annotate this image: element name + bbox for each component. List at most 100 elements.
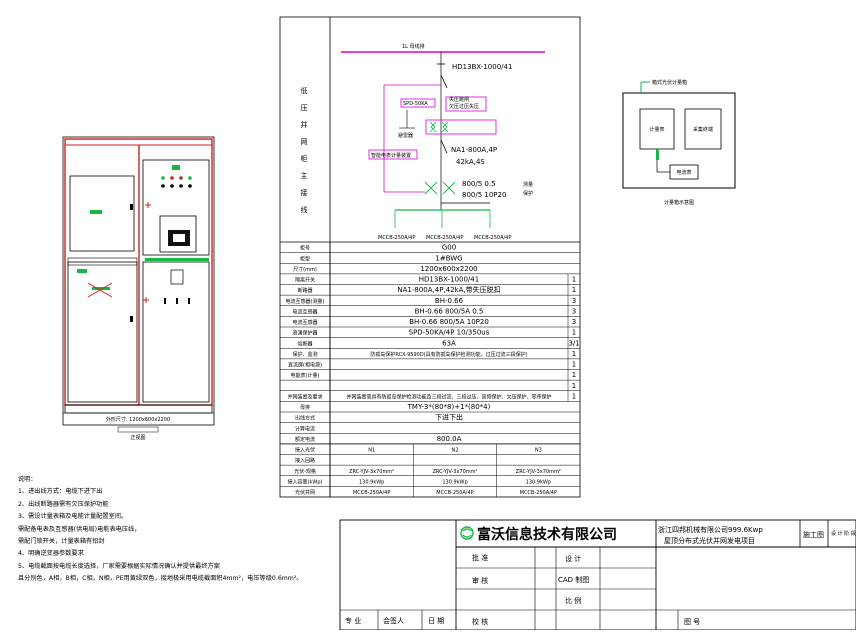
side-title-char-8: 线 — [301, 205, 308, 214]
design-stage-label: 设 计 阶 段 — [831, 530, 856, 537]
busbar-label: 1L 母线排 — [402, 43, 425, 50]
meter-box-caption: 计量箱示意图 — [664, 199, 694, 206]
outgoing-label-3: MCCB-250A/4P — [474, 235, 511, 241]
outgoing-label-1: MCCB-250A/4P — [378, 235, 415, 241]
notes-title: 说明： — [18, 476, 37, 483]
spec-row-value: BH-0.66 800/5A 0.5 — [415, 307, 484, 315]
ct-line-2: 800/5 10P20 — [462, 191, 506, 199]
role-design: 设 计 — [565, 554, 581, 563]
spec-row-key: 电流互感器 — [292, 308, 317, 315]
branch-row-key: 接入回路 — [295, 457, 315, 464]
spec-row-value: HD13BX-1000/41 — [419, 276, 479, 284]
spec-row-key: 并网装置及要求 — [287, 393, 322, 400]
spec-row-key: 浪涌保护器 — [292, 330, 317, 337]
note-item-8: 且分别色，A相，B相，C相，N相，PE用黄绿双色，接地极采用电缆截面积4mm²，… — [18, 575, 303, 583]
spec-row-key: 熔断器 — [297, 340, 312, 347]
spec-row-key: 柜型 — [300, 255, 310, 262]
design-stage-value: 施工图 — [803, 530, 824, 539]
spec-row-qty: 1 — [572, 392, 576, 400]
note-item-5: 需配门锁开关，计量表箱有铅封 — [18, 538, 105, 546]
spec-row-value: SPD-50KA/4P 10/350us — [409, 329, 490, 337]
spec-row-qty: 1 — [572, 361, 576, 369]
spec-row-value: BH-0.66 — [435, 297, 464, 305]
branch-row-cell: ZRC-YJV-3x70mm² — [516, 469, 561, 475]
branch-row-key: 光伏并网 — [295, 489, 315, 496]
branch-row-cell: MCCB-250A/4P — [353, 490, 390, 496]
spec-row-value: BH-0.66 800/5A 10P20 — [409, 318, 489, 326]
meter-box-label-2: 采集终端 — [693, 126, 713, 133]
spec-row-value: NA1-800A,4P,42kA,带失压脱扣 — [397, 285, 500, 294]
outgoing-label-2: MCCB-250A/4P — [426, 235, 463, 241]
cabinet-front-view: 外形尺寸: 1200x600x2200 正视图 — [62, 136, 215, 441]
role-approve: 批 准 — [472, 553, 488, 562]
project-title-line-2: 屋顶分布式光伏并网发电项目 — [664, 536, 755, 545]
spec-row-qty: 1 — [572, 382, 576, 390]
spec-row-value: 63A — [442, 339, 456, 347]
spec-row-key: 母排 — [300, 404, 310, 411]
spec-row-key: 直流屏(相电源) — [288, 362, 322, 369]
spec-row-value: TMY-3*(80*8)+1*(80*4) — [407, 403, 491, 411]
branch-row-key: 接入容量(kWp) — [288, 478, 323, 485]
side-title-char-6: 主 — [301, 171, 308, 180]
front-view-caption: 正视图 — [130, 434, 145, 441]
note-item-6: 4、明确逆变器参数要求 — [18, 550, 84, 558]
role-check: 校 核 — [472, 617, 488, 626]
schematic-frame — [279, 16, 581, 498]
spec-row-qty: 1 — [572, 286, 576, 294]
company-name: 富沃信息技术有限公司 — [477, 526, 617, 543]
spec-row-value: G00 — [442, 244, 456, 252]
spec-row-key: 尺寸(mm) — [293, 266, 317, 273]
cabinet-size-label: 外形尺寸: 1200x600x2200 — [106, 416, 170, 423]
note-item-7: 5、电缆截面按电缆长度选择，厂家需要根据实际情况确认并提供最终方案 — [18, 562, 220, 570]
note-item-2: 2、出线断路器需有欠压保护功能 — [18, 500, 109, 508]
side-title: 低 压 并 网 柜 主 接 线 — [301, 86, 308, 214]
spd-label: SPD-50KA — [403, 101, 428, 107]
spec-row-key: 计算电流 — [295, 425, 315, 432]
breaker-model-label: NA1-800A,4P — [451, 146, 497, 154]
spec-row-key: 电能表(计量) — [291, 372, 320, 379]
side-title-char-3: 并 — [301, 120, 308, 129]
branch-row-cell: 130.9kWp — [442, 479, 467, 485]
branch-row-cell: MCCB-250A/4P — [520, 490, 557, 496]
spec-row-qty: 3/1 — [568, 339, 579, 347]
spec-row-key: 额定电流 — [295, 436, 315, 443]
spec-row-qty: 3 — [572, 318, 576, 326]
branch-row-key: 接入光伏 — [295, 447, 315, 454]
spec-row-qty: 1 — [572, 329, 576, 337]
spec-row-key: 出线方式 — [295, 415, 315, 422]
branch-row-cell: MCCB-250A/4P — [436, 490, 473, 496]
spec-row-key: 隔离开关 — [295, 277, 315, 284]
branch-row-cell: ZRC-YJV-3x70mm² — [349, 469, 394, 475]
drawing-number-label: 图 号 — [684, 618, 700, 626]
single-line-diagram: 1L 母线排 HD13BX-1000/41 失压跳闸 欠压过压失压 NA1-80… — [341, 43, 545, 241]
note-item-3: 3、需设计量表箱及电能计量配置室间。 — [18, 513, 128, 521]
note-item-1: 1、进出线方式：电缆下进下出 — [18, 488, 103, 496]
ct-line-1: 800/5 0.5 — [462, 180, 496, 188]
project-title-line-1: 浙江四邦机械有限公司999.6Kwp — [658, 525, 763, 534]
spec-row-value: 1#BWG — [435, 254, 462, 262]
breaker-rating-label: 42kA,4S — [456, 158, 485, 166]
signoff-person: 会签人 — [383, 616, 404, 625]
spec-row-key: 电流互感器(测量) — [286, 298, 325, 305]
protect-label-2: 欠压过压失压 — [449, 103, 479, 110]
notes-section: 说明： 1、进出线方式：电缆下进下出 2、出线断路器需有欠压保护功能 3、需设计… — [18, 474, 348, 586]
role-cad: CAD 制图 — [558, 575, 589, 584]
role-scale: 比 例 — [565, 596, 581, 605]
meter-box-diagram: 箱式光伏计量箱 计量表 采集终端 电流表 计量箱示意图 — [622, 79, 736, 206]
main-switch-label: HD13BX-1000/41 — [452, 63, 512, 71]
role-review: 审 核 — [472, 576, 488, 585]
spec-row-value: 并网装置需具有防孤岛保护检测功能及三段过流、三段过压、高频保护、欠压保护、零序保… — [346, 393, 551, 400]
side-title-char-5: 柜 — [301, 154, 308, 163]
spec-row-value: 防孤岛保护RCX-9590D(具有防孤岛保护检测功能，过压过流三段保护) — [370, 351, 527, 358]
meter-box-top-label: 箱式光伏计量箱 — [652, 79, 687, 86]
spec-row-key: 电流互感器 — [292, 319, 317, 326]
spec-row-qty: 1 — [572, 350, 576, 358]
side-title-char-4: 网 — [301, 138, 308, 146]
spec-row-key: 断路器 — [297, 287, 312, 294]
spec-row-qty: 1 — [572, 276, 576, 284]
branch-row-cell: 130.9kWp — [359, 479, 384, 485]
side-title-char-1: 低 — [301, 86, 308, 95]
side-title-char-7: 接 — [301, 188, 308, 197]
